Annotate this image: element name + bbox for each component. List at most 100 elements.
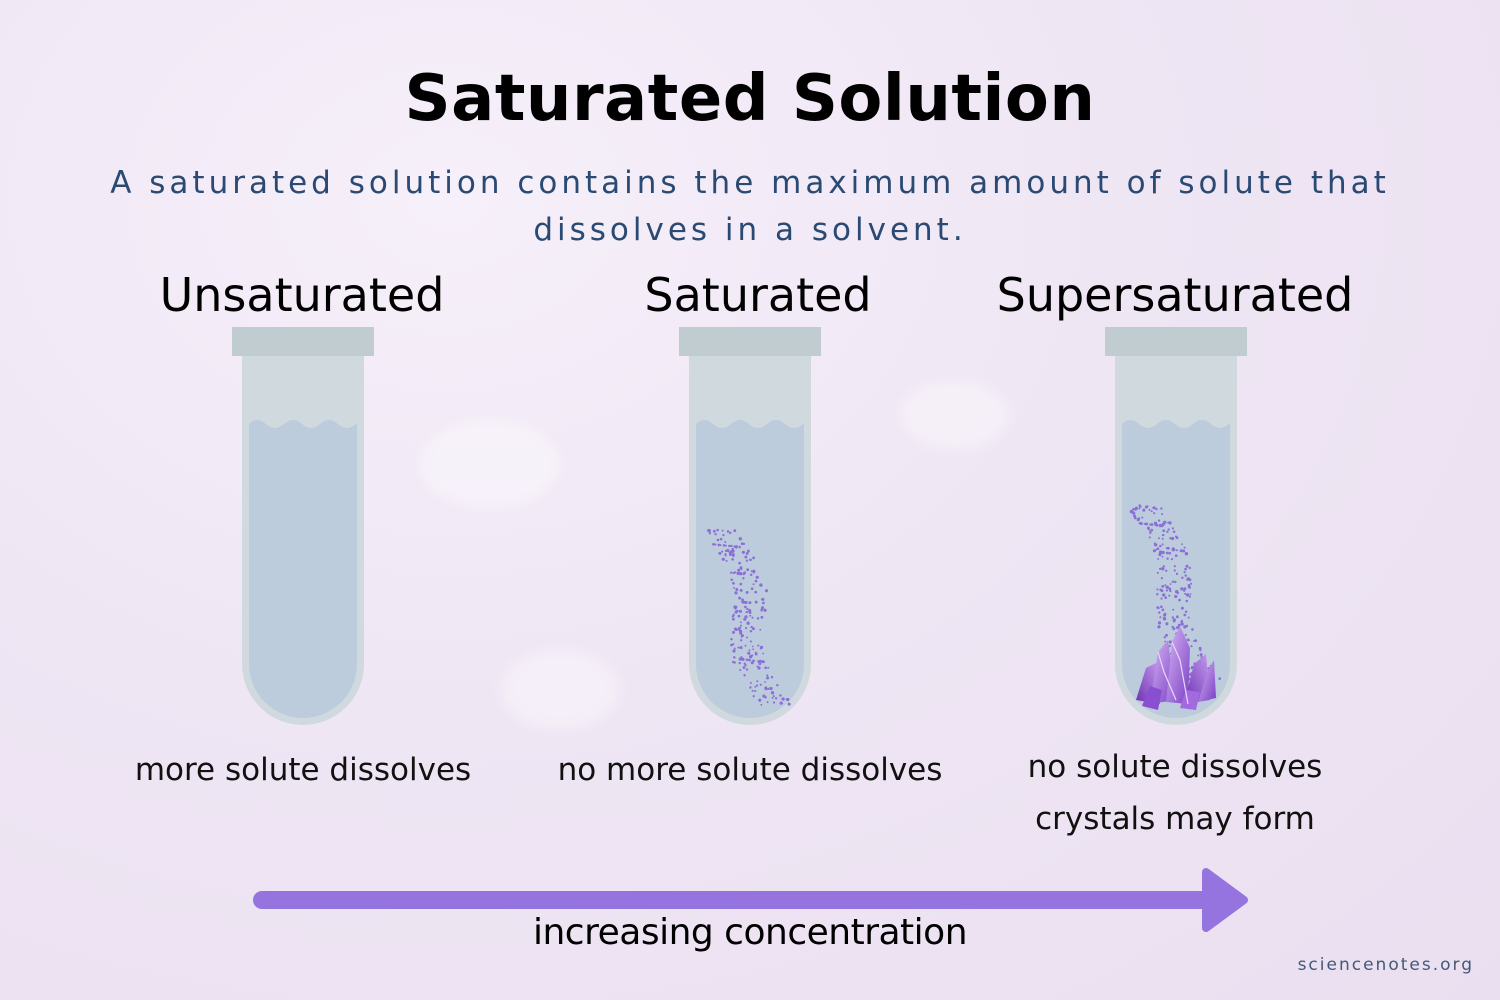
- tube-liquid: [249, 420, 357, 718]
- solute-particle: [1157, 625, 1161, 628]
- solute-particle: [1138, 507, 1141, 510]
- solute-particle: [1172, 608, 1175, 611]
- solute-particle: [1175, 572, 1179, 576]
- heading-supersaturated: Supersaturated: [996, 268, 1354, 322]
- solute-particle: [1157, 519, 1161, 522]
- solute-particle: [724, 541, 727, 543]
- solute-particle: [721, 557, 725, 561]
- test-tube-supersaturated: [1105, 327, 1247, 725]
- solute-particle: [1161, 608, 1165, 612]
- solute-particle: [1161, 513, 1164, 516]
- solute-particle: [734, 591, 738, 595]
- test-tube-saturated: [679, 327, 821, 725]
- background-stain: [420, 420, 560, 510]
- solute-particle: [1190, 645, 1193, 648]
- arrow-label: increasing concentration: [532, 912, 968, 953]
- solute-particle: [1159, 544, 1162, 548]
- solute-particle: [1156, 606, 1159, 609]
- solute-particle: [1168, 587, 1172, 591]
- solute-particle: [738, 628, 741, 631]
- solute-particle: [733, 529, 737, 533]
- solute-particle: [764, 686, 768, 690]
- solute-particle: [748, 658, 751, 662]
- solute-particle: [1191, 628, 1194, 631]
- solute-particle: [1188, 595, 1191, 598]
- solute-particle: [1176, 626, 1180, 629]
- solute-particle: [740, 655, 743, 658]
- solute-particle: [1181, 576, 1184, 580]
- solute-particle: [1185, 624, 1189, 628]
- solute-particle: [764, 681, 767, 683]
- solute-particle: [1198, 646, 1202, 650]
- solute-particle: [736, 609, 739, 613]
- solute-particle: [1164, 584, 1167, 587]
- solute-particle: [1180, 587, 1184, 591]
- solute-particle: [734, 571, 737, 574]
- solute-particle: [1152, 549, 1156, 553]
- solute-particle: [1169, 583, 1172, 585]
- solute-particle: [738, 572, 743, 576]
- solute-particle: [752, 570, 756, 574]
- solute-particle: [1160, 576, 1164, 580]
- solute-particle: [1170, 536, 1175, 541]
- solute-particle: [1171, 527, 1174, 530]
- solute-particle: [737, 646, 740, 649]
- solute-particle: [776, 683, 779, 687]
- solute-particle: [759, 628, 762, 631]
- solute-particle: [1185, 564, 1189, 568]
- solute-particle: [758, 698, 762, 702]
- solute-particle: [755, 684, 759, 687]
- solute-particle: [1133, 514, 1137, 518]
- solute-particle: [759, 683, 762, 686]
- solute-particle: [731, 660, 735, 664]
- solute-particle: [1155, 548, 1158, 551]
- solute-particle: [760, 609, 763, 612]
- solute-particle: [1166, 589, 1169, 592]
- solute-particle: [748, 611, 752, 614]
- solute-particle: [1169, 537, 1172, 540]
- solute-particle: [732, 649, 736, 653]
- solute-particle: [749, 573, 753, 576]
- solute-particle: [1173, 565, 1176, 568]
- solute-particle: [1173, 569, 1176, 572]
- solute-particle: [732, 630, 735, 634]
- solute-particle: [762, 694, 766, 698]
- solute-particle: [763, 608, 767, 612]
- solute-particle: [742, 542, 746, 545]
- solute-particle: [1157, 557, 1160, 560]
- solute-particle: [1171, 625, 1174, 629]
- solute-particle: [718, 551, 722, 555]
- solute-particle: [750, 587, 754, 591]
- caption-line: no more solute dissolves: [557, 752, 943, 788]
- solute-particle: [1171, 549, 1175, 552]
- solute-particle: [748, 655, 753, 659]
- solute-particle: [1165, 585, 1169, 589]
- solute-particle: [1132, 507, 1135, 511]
- solute-particle: [744, 644, 747, 647]
- solute-particle: [1161, 537, 1164, 540]
- caption-line: more solute dissolves: [134, 752, 472, 788]
- solute-particle: [725, 549, 728, 553]
- solute-particle: [730, 545, 733, 548]
- solute-particle: [733, 605, 737, 609]
- solute-particle: [752, 556, 755, 560]
- solute-particle: [1161, 555, 1164, 558]
- solute-particle: [1181, 606, 1184, 610]
- solute-particle: [1172, 530, 1176, 534]
- solute-particle: [1165, 622, 1169, 626]
- solute-particle: [708, 532, 712, 535]
- solute-particle: [1139, 521, 1143, 526]
- solute-particle: [767, 666, 770, 669]
- solute-particle: [744, 600, 748, 605]
- solute-particle: [1180, 620, 1183, 624]
- solute-particle: [1199, 653, 1203, 657]
- solute-particle: [728, 531, 732, 535]
- solute-particle: [1187, 577, 1190, 581]
- solute-particle: [722, 544, 726, 547]
- solute-particle: [749, 630, 753, 633]
- solute-particle: [1171, 580, 1175, 583]
- solute-particle: [740, 568, 743, 571]
- solute-particle: [1183, 546, 1186, 549]
- solute-particle: [712, 529, 716, 533]
- solute-particle: [739, 646, 743, 650]
